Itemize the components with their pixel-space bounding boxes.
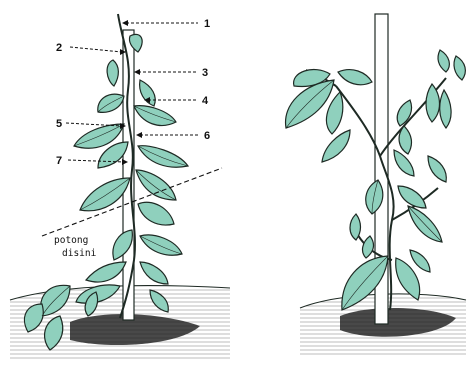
callout-5: 5	[56, 118, 62, 130]
callout-1: 1	[204, 18, 210, 30]
callout-3: 3	[202, 67, 208, 79]
callout-4: 4	[202, 95, 209, 107]
cut-label-line2: disini	[62, 248, 97, 259]
callout-7: 7	[56, 155, 62, 167]
right-plant	[286, 14, 466, 355]
callout-2: 2	[56, 42, 62, 54]
left-plant: potong disini 1 2 3 4 5 6 7	[10, 14, 230, 360]
cut-label-line1: potong	[54, 235, 88, 246]
callout-6: 6	[204, 130, 210, 142]
